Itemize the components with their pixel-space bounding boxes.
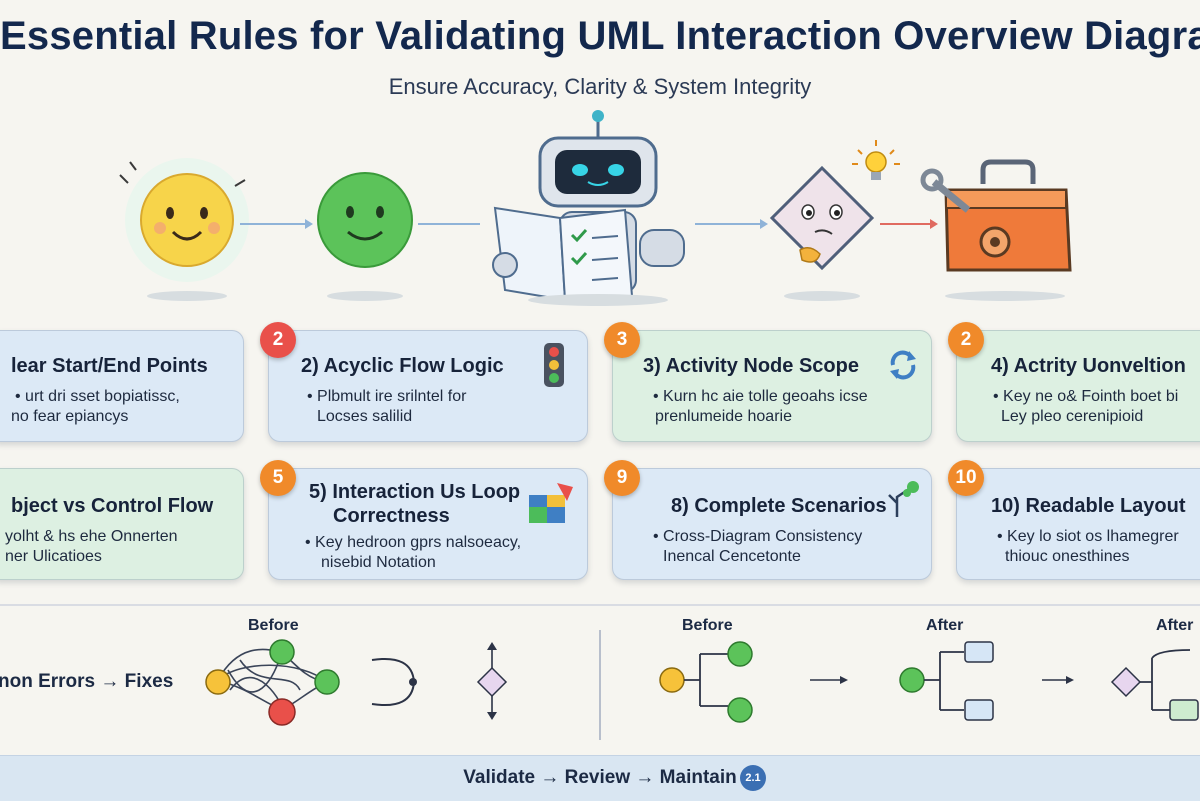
- fork-flow-diagram: [659, 641, 753, 723]
- page-subtitle: Ensure Accuracy, Clarity & System Integr…: [388, 74, 812, 99]
- footer-bar: [0, 755, 1200, 801]
- tangled-flow-diagram: [205, 639, 340, 726]
- rule-card-readable-layout: 10) Readable Layout • Key lo siot os lha…: [956, 468, 1200, 580]
- illustration-row: [119, 110, 1072, 306]
- before-label: Before: [682, 617, 733, 634]
- smiley-icon: [317, 172, 413, 301]
- card-title: bject vs Control Flow: [11, 495, 214, 517]
- rule-card-complete-scenarios: 8) Complete Scenarios • Cross-Diagram Co…: [612, 468, 932, 580]
- card-title: 10) Readable Layout: [991, 495, 1186, 517]
- happy-face-icon: [119, 158, 249, 301]
- rule-card-activity-convention: 4) Actrity Uonveltion • Key ne o& Fointh…: [956, 330, 1200, 442]
- card-title: 8) Complete Scenarios: [671, 495, 887, 517]
- card-number-badge: 2: [948, 322, 984, 358]
- rule-card-acyclic-flow: 2) Acyclic Flow Logic • Plbmult ire sril…: [268, 330, 588, 442]
- decision-to-actions-diagram: [1110, 649, 1199, 721]
- card-title: lear Start/End Points: [11, 355, 208, 377]
- card-title-line-2: Correctness: [333, 505, 450, 527]
- rule-card-activity-node: 3) Activity Node Scope • Kurn hc aie tol…: [612, 330, 932, 442]
- after-label: After: [1156, 617, 1194, 634]
- card-body-line: Ley pleo cerenipioid: [1001, 408, 1144, 425]
- card-body-line: prenlumeide hoarie: [655, 408, 792, 425]
- thinking-diamond-icon: [769, 140, 900, 301]
- card-body-line: • Plbmult ire srilntel for: [307, 388, 467, 405]
- card-body-line: thiouc onesthines: [1005, 548, 1130, 565]
- tree-branch-icon: [888, 481, 919, 517]
- card-body-line: Inencal Cencetonte: [663, 548, 801, 565]
- card-title: 4) Actrity Uonveltion: [991, 355, 1186, 377]
- page-title: Essential Rules for Validating UML Inter…: [0, 14, 1200, 58]
- card-title: 5) Interaction Us Loop: [309, 481, 521, 503]
- card-body-line: • Key ne o& Fointh boet bi: [993, 388, 1179, 405]
- card-body-line: • Kurn hc aie tolle geoahs icse: [653, 388, 868, 405]
- footer-text: Validate → Review → Maintain: [463, 767, 737, 788]
- error-fix-diagrams: [205, 630, 1199, 740]
- card-body-line: nisebid Notation: [321, 554, 436, 571]
- traffic-light-icon: [544, 343, 564, 387]
- toolbox-icon: [920, 159, 1072, 301]
- card-number-badge: 3: [604, 322, 640, 358]
- after-label: After: [926, 617, 964, 634]
- refresh-icon: [890, 350, 916, 380]
- card-body-line: yolht & hs ehe Onnerten: [5, 528, 178, 545]
- rule-card-object-control-flow: bject vs Control Flow yolht & hs ehe Onn…: [0, 468, 244, 580]
- rule-card-interaction-loop: 5) Interaction Us Loop Correctness • Key…: [268, 468, 588, 580]
- card-body-line: • Cross-Diagram Consistency: [653, 528, 863, 545]
- version-badge: 2.1: [740, 765, 766, 791]
- card-body-line: Locses salilid: [317, 408, 413, 425]
- decision-node-diagram: [476, 642, 508, 720]
- puzzle-icon: [529, 483, 573, 523]
- card-body-line: • Key lo siot os lhamegrer: [997, 528, 1179, 545]
- card-body-line: • Key hedroon gprs nalsoeacy,: [305, 534, 522, 551]
- rule-card-start-end: lear Start/End Points • urt dri sset bop…: [0, 330, 244, 442]
- fork-to-actions-diagram: [899, 641, 994, 721]
- card-number-badge: 9: [604, 460, 640, 496]
- card-body-line: no fear epiancys: [11, 408, 129, 425]
- robot-checklist-icon: [492, 110, 685, 306]
- card-title: 2) Acyclic Flow Logic: [301, 355, 504, 377]
- card-body-line: ner Ulicatioes: [5, 548, 102, 565]
- card-title: 3) Activity Node Scope: [643, 355, 859, 377]
- card-body-line: • urt dri sset bopiatissc,: [15, 388, 180, 405]
- errors-fixes-label: non Errors → Fixes: [0, 671, 174, 692]
- section-divider: [0, 604, 1200, 606]
- before-label: Before: [248, 617, 299, 634]
- card-number-badge: 2: [260, 322, 296, 358]
- card-number-badge: 5: [260, 460, 296, 496]
- card-number-badge: 10: [948, 460, 984, 496]
